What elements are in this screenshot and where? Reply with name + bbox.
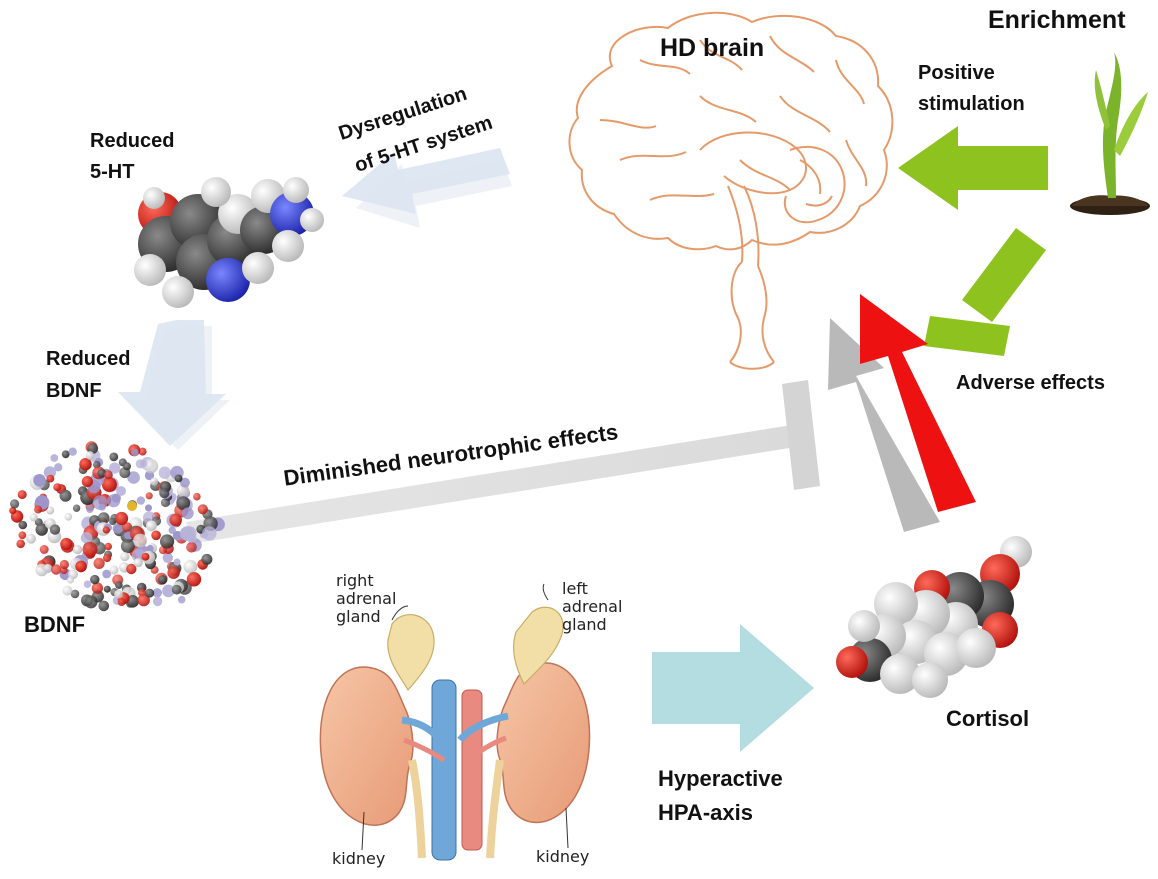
reduced-5ht-label-line1: Reduced [90,130,175,152]
left-adrenal-label-line2: adrenal [562,597,623,616]
reduced-bdnf-label-line2: BDNF [46,380,102,402]
adverse-effects-inhibition-symbol [924,228,1046,356]
cortisol-molecule-icon [836,536,1032,698]
red-cortisol-arrow [860,294,976,512]
reduced-5ht-label-line2: 5-HT [90,161,135,183]
gray-cortisol-arrow [828,318,940,532]
left-adrenal-label-line3: gland [562,615,607,634]
diminished-neurotrophic-inhibition-bar [186,380,820,544]
hd-brain-illustration [568,11,894,370]
positive-stimulation-arrow [898,126,1048,210]
bdnf-protein-icon [9,441,225,612]
kidney-right-label: kidney [536,847,590,866]
hpa-axis-label-line2: HPA-axis [658,800,753,825]
right-adrenal-label-line3: gland [336,607,381,626]
reduced-bdnf-arrow [118,320,230,450]
positive-stimulation-label-line1: Positive [918,62,995,84]
bdnf-label: BDNF [24,612,86,637]
cortisol-label: Cortisol [946,706,1030,731]
positive-stimulation-label-line2: stimulation [918,93,1025,115]
hpa-axis-label-line1: Hyperactive [658,766,783,791]
serotonin-molecule-icon [134,177,324,308]
right-adrenal-label-line1: right [336,571,374,590]
reduced-bdnf-label-line1: Reduced [46,348,131,370]
dysregulation-arrow [342,148,512,228]
kidney-left-label: kidney [332,849,386,868]
hpa-axis-arrow [652,624,814,752]
right-adrenal-label-line2: adrenal [336,589,397,608]
hd-brain-label: HD brain [660,34,765,62]
kidneys-adrenal-glands-illustration [319,583,591,861]
left-adrenal-label-line1: left [562,579,588,598]
adverse-effects-label: Adverse effects [956,372,1105,394]
plant-sprout-icon [1070,52,1150,215]
enrichment-label: Enrichment [988,6,1126,34]
